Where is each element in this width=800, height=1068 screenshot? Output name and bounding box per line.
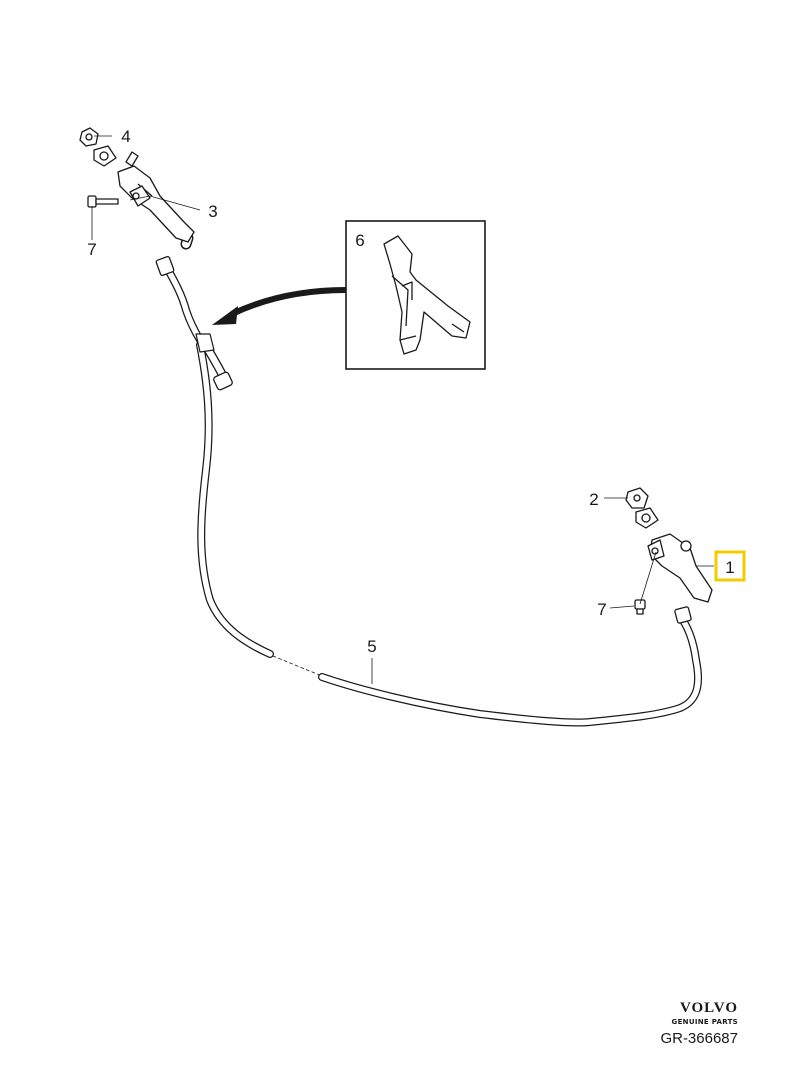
footer: VOLVO GENUINE PARTS GR-366687 <box>660 1000 738 1047</box>
callout-1: 1 <box>725 558 734 577</box>
callout-6: 6 <box>355 231 364 250</box>
callout-2: 2 <box>589 490 598 509</box>
screw-icon <box>87 195 119 208</box>
detail-arrow <box>230 287 347 317</box>
callout-5: 5 <box>367 637 376 656</box>
callout-4: 4 <box>121 127 130 146</box>
screw-icon <box>634 599 646 615</box>
nozzle-cap-icon <box>625 487 649 509</box>
brand-logo: VOLVO <box>679 1000 738 1016</box>
callout-1-highlight <box>714 550 746 582</box>
detail-inset <box>345 220 486 370</box>
right-nozzle-assembly <box>625 487 713 615</box>
brand-tagline: GENUINE PARTS <box>671 1018 738 1026</box>
left-nozzle-assembly <box>79 127 195 243</box>
callout-7-left: 7 <box>87 240 96 259</box>
y-connector-icon <box>383 235 471 355</box>
diagram-reference: GR-366687 <box>660 1030 738 1047</box>
washer-hose <box>155 232 702 727</box>
arrow-head-icon <box>212 306 238 325</box>
callout-7-right: 7 <box>597 600 606 619</box>
callout-3: 3 <box>208 202 217 221</box>
nozzle-cap-icon <box>79 127 99 147</box>
leader-lines <box>91 135 714 684</box>
